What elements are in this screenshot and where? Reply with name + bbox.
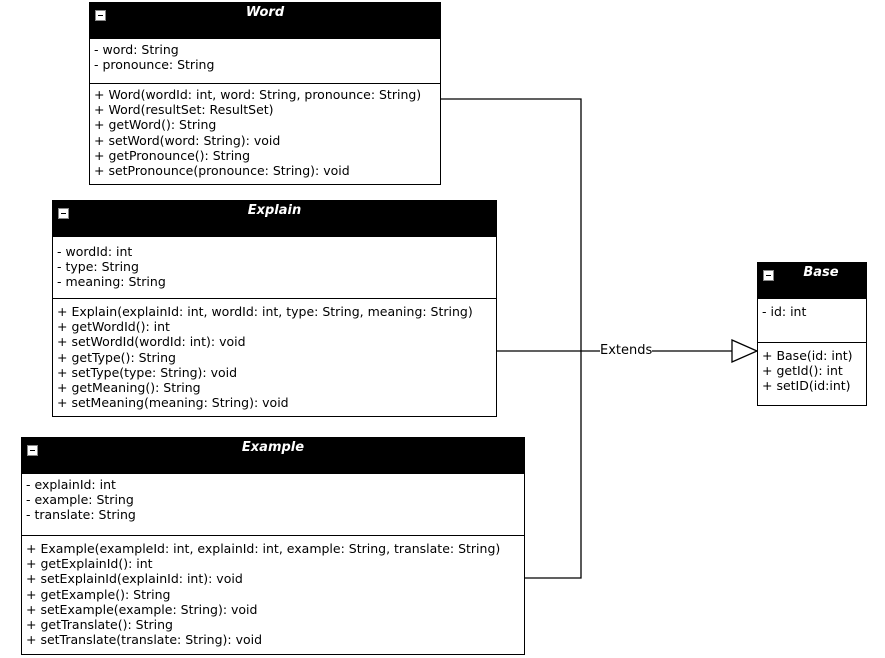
method: + setTranslate(translate: String): void [26,632,263,648]
class-explain[interactable]: Explain - wordId: int - type: String - m… [52,200,497,417]
attributes-section: - id: int [758,299,866,343]
attribute: - word: String [94,42,179,57]
methods-section: + Word(wordId: int, word: String, pronou… [90,84,440,178]
method: + setPronounce(pronounce: String): void [94,163,350,179]
class-name: Base [803,265,839,280]
class-name: Example [241,440,305,455]
class-name: Word [245,5,285,20]
method: + setID(id:int) [762,378,851,394]
method: + getType(): String [57,349,176,365]
method: + getWord(): String [94,117,217,133]
attributes-section: - wordId: int - type: String - meaning: … [53,237,496,299]
attribute: - id: int [762,304,807,319]
class-base[interactable]: Base - id: int + Base(id: int) + getId()… [757,262,867,406]
method: + setMeaning(meaning: String): void [57,395,289,411]
methods-section: + Example(exampleId: int, explainId: int… [22,536,524,647]
method: + Example(exampleId: int, explainId: int… [26,541,501,556]
attribute: - wordId: int [57,244,133,259]
method: + setWordId(wordId: int): void [57,334,246,350]
method: + Word(wordId: int, word: String, pronou… [94,87,422,102]
method: + getExample(): String [26,586,171,602]
example-extends-edge[interactable] [525,351,582,579]
method: + setExample(example: String): void [26,601,258,617]
class-header: Example [22,438,524,474]
method: + getId(): int [762,363,843,379]
methods-section: + Explain(explainId: int, wordId: int, t… [53,299,496,410]
collapse-icon[interactable] [95,10,106,21]
attributes-section: - word: String - pronounce: String [90,39,440,84]
collapse-icon[interactable] [58,208,69,219]
class-example[interactable]: Example - explainId: int - example: Stri… [21,437,525,655]
attribute: - example: String [26,492,134,508]
class-name: Explain [247,203,302,218]
method: + setType(type: String): void [57,364,238,380]
method: + setWord(word: String): void [94,132,281,148]
attributes-section: - explainId: int - example: String - tra… [22,474,524,536]
class-header: Word [90,3,440,39]
methods-section: + Base(id: int) + getId(): int + setID(i… [758,343,866,394]
class-header: Base [758,263,866,299]
method: + getMeaning(): String [57,380,201,396]
class-header: Explain [53,201,496,237]
word-extends-edge[interactable] [441,98,582,351]
attribute: - pronounce: String [94,57,215,73]
collapse-icon[interactable] [27,445,38,456]
method: + Explain(explainId: int, wordId: int, t… [57,304,473,319]
method: + getTranslate(): String [26,617,173,633]
method: + getExplainId(): int [26,556,153,572]
class-word[interactable]: Word - word: String - pronounce: String … [89,2,441,185]
method: + Base(id: int) [762,348,853,363]
method: + setExplainId(explainId: int): void [26,571,243,587]
method: + getPronounce(): String [94,147,251,163]
collapse-icon[interactable] [763,270,774,281]
extends-label: Extends [600,343,653,358]
attribute: - type: String [57,259,139,275]
method: + getWordId(): int [57,319,170,335]
generalization-arrowhead [731,339,759,363]
method: + Word(resultSet: ResultSet) [94,102,274,118]
attribute: - translate: String [26,507,136,523]
attribute: - explainId: int [26,477,116,492]
attribute: - meaning: String [57,274,166,290]
